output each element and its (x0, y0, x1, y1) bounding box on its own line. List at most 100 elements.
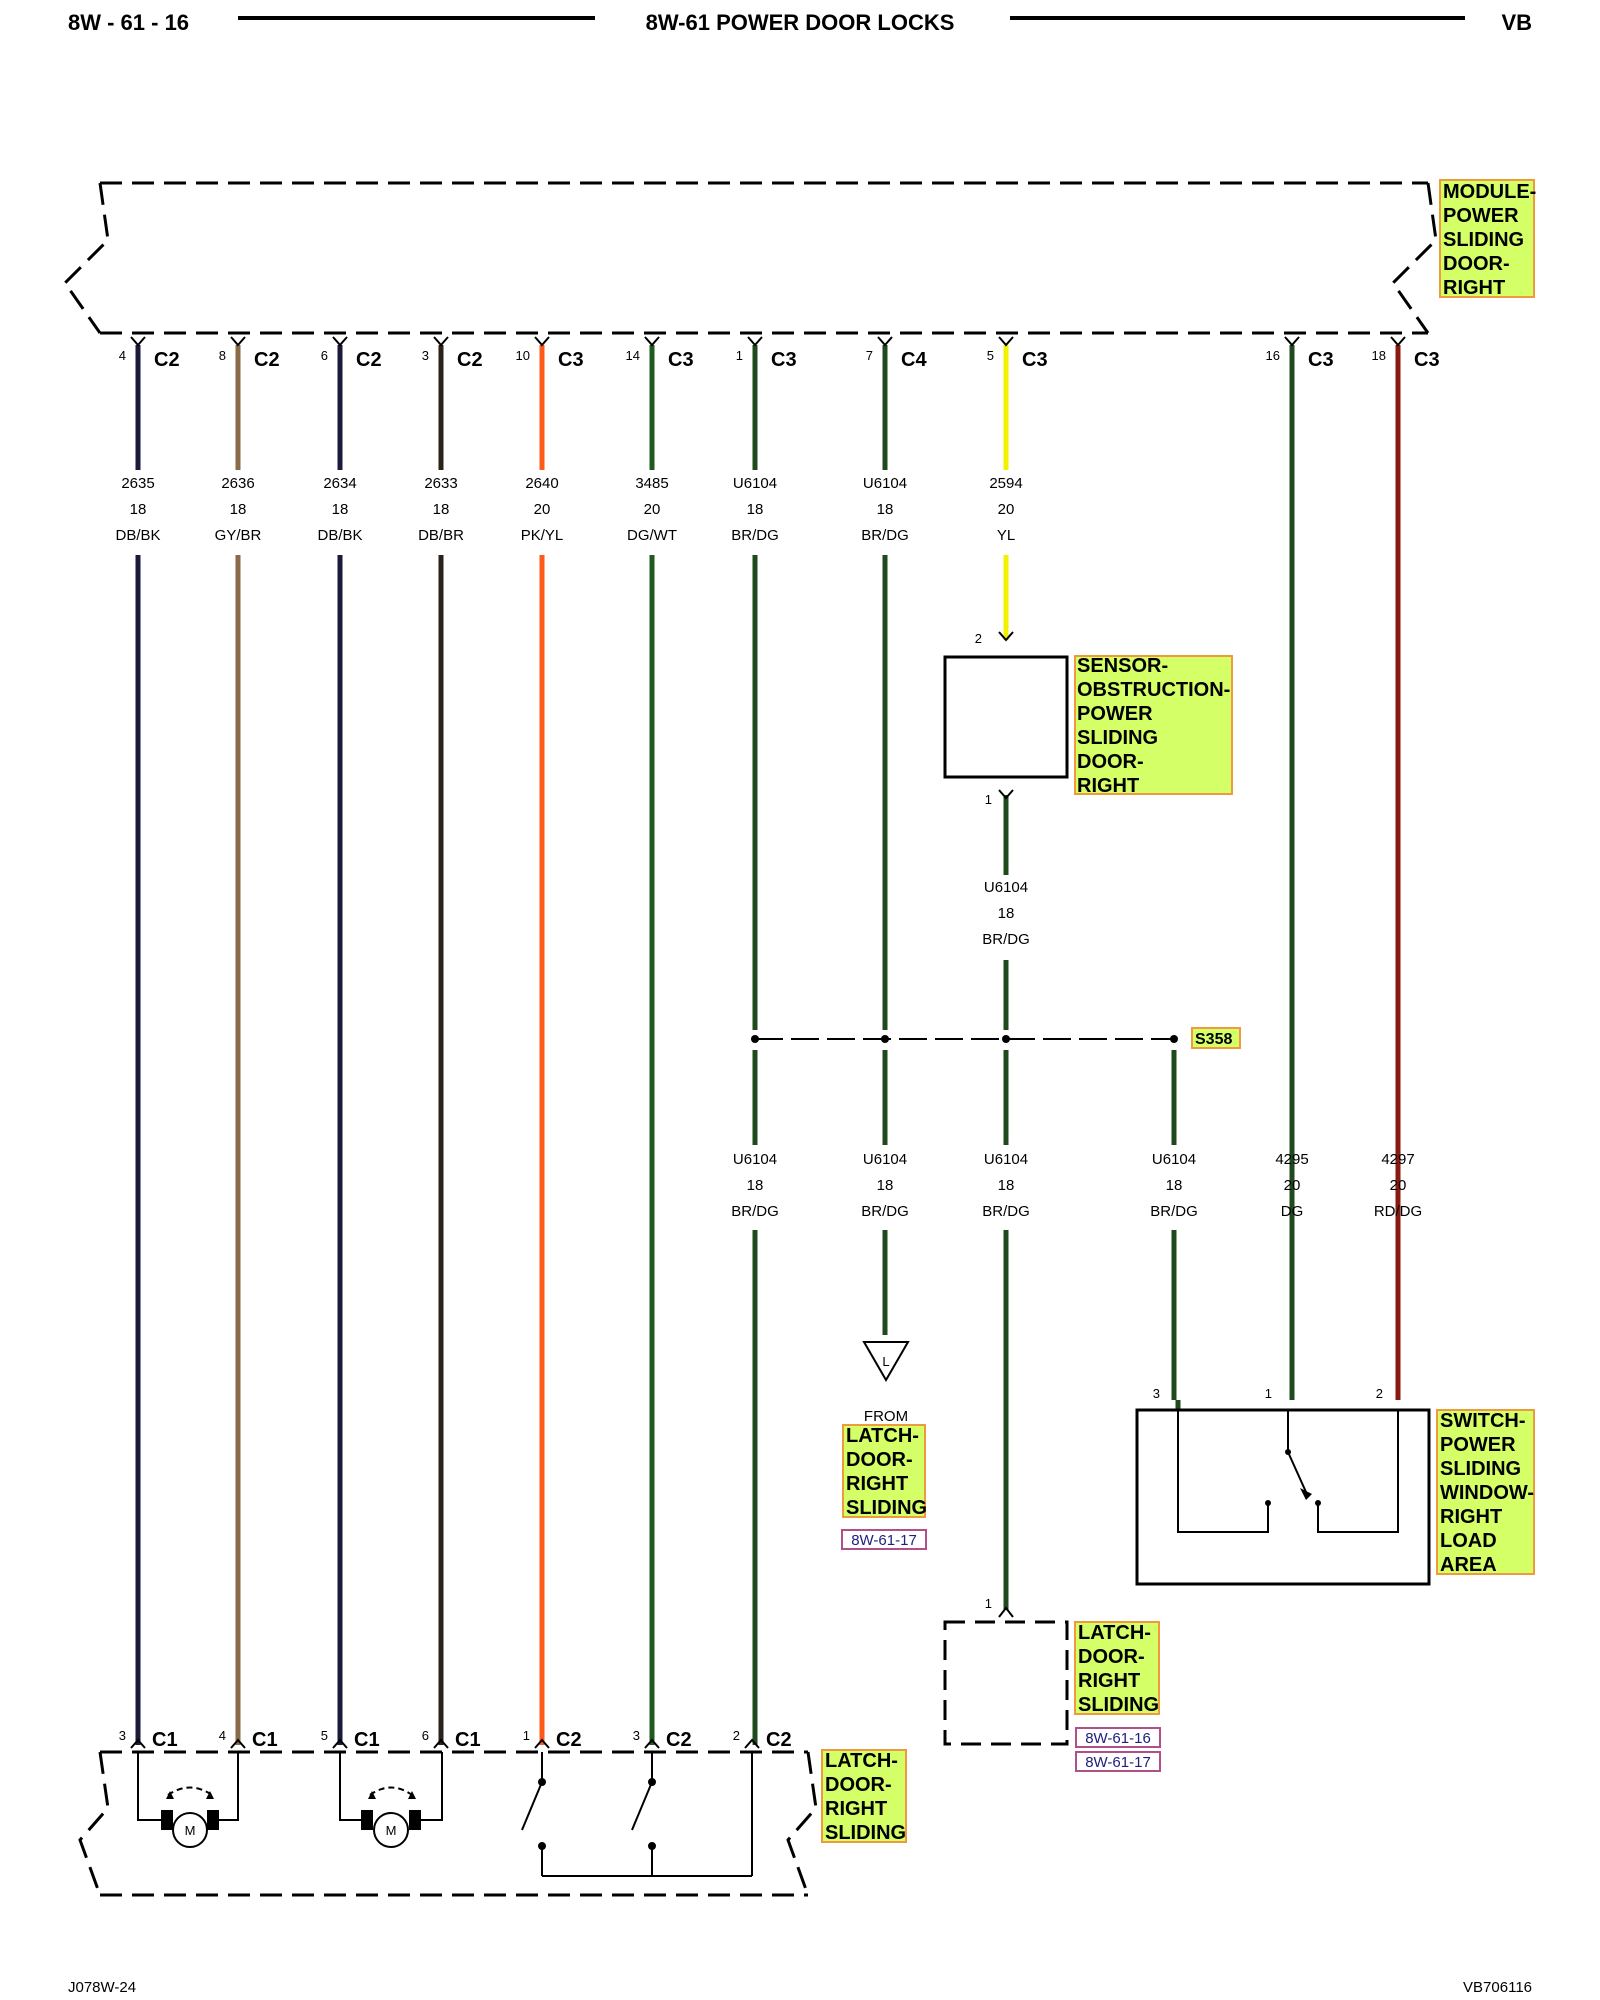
ref-link[interactable]: 8W-61-17 (851, 1532, 917, 1549)
wires (130, 336, 1406, 1745)
ground-from-latch: L FROM LATCH- DOOR- RIGHT SLIDING 8W-61-… (841, 1341, 927, 1550)
page-code: 8W - 61 - 16 (68, 10, 189, 35)
model-code: VB (1501, 10, 1532, 35)
latch-from-label-line: DOOR- (846, 1449, 913, 1471)
wire-label-color: DG (1281, 1203, 1304, 1220)
module-connector-id: C2 (356, 349, 382, 371)
wire-label-circuit: U6104 (1152, 1151, 1196, 1168)
latch-box-label-line: DOOR- (1078, 1646, 1145, 1668)
module-connector-id: C3 (1022, 349, 1048, 371)
page-title: 8W-61 POWER DOOR LOCKS (646, 10, 955, 35)
connector-fork (1390, 336, 1406, 347)
sensor-label-line: POWER (1077, 703, 1153, 725)
switch-pin: 1 (1265, 1386, 1272, 1401)
latch-bottom-outline (78, 1750, 818, 1897)
connector-fork (998, 1606, 1014, 1618)
latch-bottom-label-line: RIGHT (825, 1798, 887, 1820)
latch-from-label-line: SLIDING (846, 1497, 927, 1519)
wire-label-circuit: U6104 (863, 475, 907, 492)
connector-fork (433, 1738, 449, 1749)
sensor-label-line: DOOR- (1077, 751, 1144, 773)
wire-label-circuit: 2594 (989, 475, 1022, 492)
connector-fork (230, 336, 246, 347)
connector-fork (998, 789, 1014, 800)
latch-connector-id: C1 (152, 1729, 178, 1751)
latch-from-label-line: LATCH- (846, 1425, 919, 1447)
module-label: MODULE- POWER SLIDING DOOR- RIGHT (1439, 179, 1536, 299)
wire-label-circuit: 2634 (323, 475, 356, 492)
module-label-line: SLIDING (1443, 229, 1524, 251)
latch-connector-id: C2 (556, 1729, 582, 1751)
latch-connector-id: C1 (354, 1729, 380, 1751)
switch-label-line: POWER (1440, 1434, 1516, 1456)
sensor-label-line: SENSOR- (1077, 655, 1168, 677)
switch-pin: 3 (1153, 1386, 1160, 1401)
latch-pin-number: 2 (733, 1728, 740, 1743)
latch-box-pin: 1 (985, 1596, 992, 1611)
wire-label-circuit: U6104 (984, 1151, 1028, 1168)
wire-label-circuit: 2633 (424, 475, 457, 492)
connector-fork (130, 336, 146, 347)
connector-fork (534, 1738, 550, 1749)
latch-box-label-line: SLIDING (1078, 1694, 1159, 1716)
module-connector-id: C2 (457, 349, 483, 371)
from-label: FROM (864, 1408, 908, 1425)
switch-label-line: WINDOW- (1440, 1482, 1534, 1504)
wire-label-color: DB/BK (115, 527, 160, 544)
module-pin-number: 6 (321, 348, 328, 363)
splice-s358: S358 (751, 1027, 1241, 1049)
wire-label-gauge: 20 (1284, 1177, 1301, 1194)
wire-label-color: BR/DG (731, 527, 779, 544)
wire-label-color: BR/DG (982, 1203, 1030, 1220)
ground-symbol-label: L (882, 1354, 889, 1369)
latch-pin-number: 3 (633, 1728, 640, 1743)
connector-fork (433, 336, 449, 347)
module-pin-number: 8 (219, 348, 226, 363)
switch-window: SWITCH- POWER SLIDING WINDOW- RIGHT LOAD… (1135, 1386, 1535, 1586)
module-label-line: DOOR- (1443, 253, 1510, 275)
wire-label-gauge: 18 (433, 501, 450, 518)
wire-label-color: RD/DG (1374, 1203, 1422, 1220)
connector-fork (744, 1738, 760, 1749)
latch-pin-number: 6 (422, 1728, 429, 1743)
ref-link[interactable]: 8W-61-17 (1085, 1754, 1151, 1771)
splice-label: S358 (1195, 1031, 1232, 1048)
wire-label-color: GY/BR (215, 527, 262, 544)
latch-motor-2 (339, 1752, 443, 1848)
wire-label-color: BR/DG (1150, 1203, 1198, 1220)
module-pin-number: 7 (866, 348, 873, 363)
latch-bottom-label-line: LATCH- (825, 1750, 898, 1772)
ref-link[interactable]: 8W-61-16 (1085, 1730, 1151, 1747)
module-connector-id: C3 (668, 349, 694, 371)
latch-box-label-line: RIGHT (1078, 1670, 1140, 1692)
wire-label-gauge: 18 (332, 501, 349, 518)
connector-fork (998, 336, 1014, 347)
connector-fork (332, 1738, 348, 1749)
module-label-line: POWER (1443, 205, 1519, 227)
latch-box: 1 LATCH- DOOR- RIGHT SLIDING 8W-61-16 8W… (943, 1596, 1161, 1772)
sensor-pin-bottom: 1 (985, 792, 992, 807)
latch-motor-1 (137, 1752, 239, 1848)
latch-bottom-label-line: SLIDING (825, 1822, 906, 1844)
wire-label-gauge: 20 (1390, 1177, 1407, 1194)
latch-bottom-label: LATCH- DOOR- RIGHT SLIDING (821, 1749, 907, 1844)
connector-fork (1284, 336, 1300, 347)
connector-fork (998, 631, 1014, 642)
wire-label-gauge: 20 (998, 501, 1015, 518)
wire-label-circuit: 3485 (635, 475, 668, 492)
module-label-line: MODULE- (1443, 181, 1536, 203)
sensor-label-line: SLIDING (1077, 727, 1158, 749)
wire-label-gauge: 18 (230, 501, 247, 518)
wire-label-circuit: 2636 (221, 475, 254, 492)
connector-fork (230, 1738, 246, 1749)
latch-pin-number: 3 (119, 1728, 126, 1743)
wire-labels: 263518DB/BK263618GY/BR263418DB/BK263318D… (115, 475, 1422, 1220)
wire-label-circuit: U6104 (733, 1151, 777, 1168)
module-outline (63, 181, 1438, 335)
latch-box-label-line: LATCH- (1078, 1622, 1151, 1644)
motor-symbol: M (185, 1823, 196, 1838)
connector-fork (130, 1738, 146, 1749)
module-connector-id: C3 (1308, 349, 1334, 371)
wire-label-circuit: U6104 (863, 1151, 907, 1168)
